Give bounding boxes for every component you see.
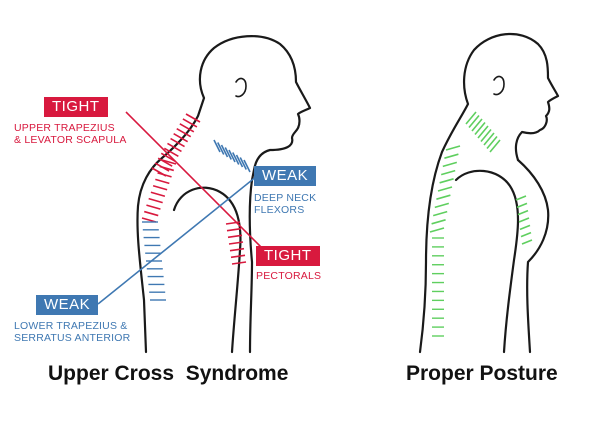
weak-neck-hatch <box>213 139 221 153</box>
proper-chest-hatch <box>517 209 529 216</box>
weak-neck-tag: WEAK <box>254 166 317 186</box>
tight-pectorals-tag: TIGHT <box>256 246 320 266</box>
proper-figure-back <box>418 32 560 354</box>
tight-back-hatch <box>144 210 159 217</box>
tight-pectoral-hatch <box>227 234 243 239</box>
tight-back-hatch <box>152 185 168 191</box>
tight-upper-tag: TIGHT <box>44 97 108 117</box>
tight-neck-hatch <box>173 132 189 143</box>
slouched-figure-chest <box>248 178 254 354</box>
tight-cross-line <box>125 111 269 255</box>
weak-neck-hatch <box>243 159 251 173</box>
proper-neck-hatch <box>486 135 498 150</box>
proper-back-hatch <box>439 178 454 184</box>
proper-back-hatch <box>434 202 450 209</box>
tight-back-hatch <box>146 204 161 210</box>
tight-pectoral-hatch <box>228 241 244 245</box>
tight-back-hatch <box>155 178 170 185</box>
proper-neck-hatch <box>483 132 495 146</box>
proper-posture-caption: Proper Posture <box>406 362 558 385</box>
slouched-figure-arm <box>172 186 242 354</box>
tight-neck-hatch <box>182 118 198 128</box>
weak-neck-hatch <box>220 144 229 158</box>
proper-muscle-hatching <box>429 111 533 337</box>
weak-neck-hatch <box>217 142 225 155</box>
tight-neck-hatch <box>167 142 182 153</box>
weak-neck-text: DEEP NECK FLEXORS <box>254 192 317 216</box>
weak-cross-line <box>97 171 263 305</box>
tight-back-hatch <box>150 191 166 197</box>
proper-neck-hatch <box>468 114 480 129</box>
tight-pectoral-hatch <box>226 227 242 232</box>
proper-back-hatch <box>432 210 448 217</box>
tight-neck-hatch <box>179 123 195 133</box>
tight-back-hatch <box>159 165 174 172</box>
tight-pectoral-hatch <box>230 254 246 259</box>
slouched-muscle-hatching <box>141 113 251 301</box>
proper-back-hatch <box>429 227 445 233</box>
tight-pectorals-text: PECTORALS <box>256 270 322 282</box>
slouched-figure-outline <box>136 35 312 354</box>
tight-back-hatch <box>148 197 163 204</box>
tight-pectoral-hatch <box>231 261 247 265</box>
proper-chest-hatch <box>521 239 533 245</box>
weak-neck-hatch <box>224 147 232 160</box>
proper-figure-ear <box>493 75 505 96</box>
proper-chest-hatch <box>518 217 530 223</box>
proper-back-hatch <box>436 194 451 200</box>
tight-neck-hatch <box>170 137 185 148</box>
proper-chest-hatch <box>516 202 528 209</box>
weak-neck-hatch <box>232 152 240 165</box>
proper-figure-front <box>516 158 550 354</box>
proper-chest-hatch <box>519 224 531 231</box>
proper-neck-hatch <box>465 111 477 125</box>
proper-neck-hatch <box>489 139 501 153</box>
tight-back-hatch <box>161 159 177 165</box>
proper-back-hatch <box>445 145 461 151</box>
proper-figure-arm <box>454 169 520 354</box>
weak-lower-tag: WEAK <box>36 295 99 315</box>
proper-neck-hatch <box>471 118 483 132</box>
tight-upper-text: UPPER TRAPEZIUS & LEVATOR SCAPULA <box>14 122 127 146</box>
tight-pectoral-hatch <box>229 247 245 252</box>
weak-neck-hatch <box>239 157 247 170</box>
tight-back-hatch <box>157 172 172 178</box>
tight-pectoral-hatch <box>225 221 241 225</box>
tight-neck-hatch <box>176 128 192 138</box>
proper-chest-hatch <box>515 195 527 201</box>
proper-back-hatch <box>442 161 458 168</box>
proper-neck-hatch <box>480 128 492 143</box>
proper-back-hatch <box>437 186 453 192</box>
tight-neck-hatch <box>163 147 179 158</box>
weak-lower-text: LOWER TRAPEZIUS & SERRATUS ANTERIOR <box>14 320 131 344</box>
tight-neck-hatch <box>185 113 201 123</box>
upper-cross-caption: Upper Cross Syndrome <box>48 362 289 385</box>
slouched-figure-ear <box>235 77 247 98</box>
proper-neck-hatch <box>477 125 489 139</box>
proper-back-hatch <box>440 169 456 176</box>
proper-neck-hatch <box>474 121 486 136</box>
proper-back-hatch <box>444 153 459 159</box>
proper-chest-hatch <box>520 231 532 238</box>
weak-neck-hatch <box>228 149 236 163</box>
tight-neck-hatch <box>157 157 173 167</box>
proper-back-hatch <box>431 219 446 225</box>
weak-neck-hatch <box>235 154 244 168</box>
